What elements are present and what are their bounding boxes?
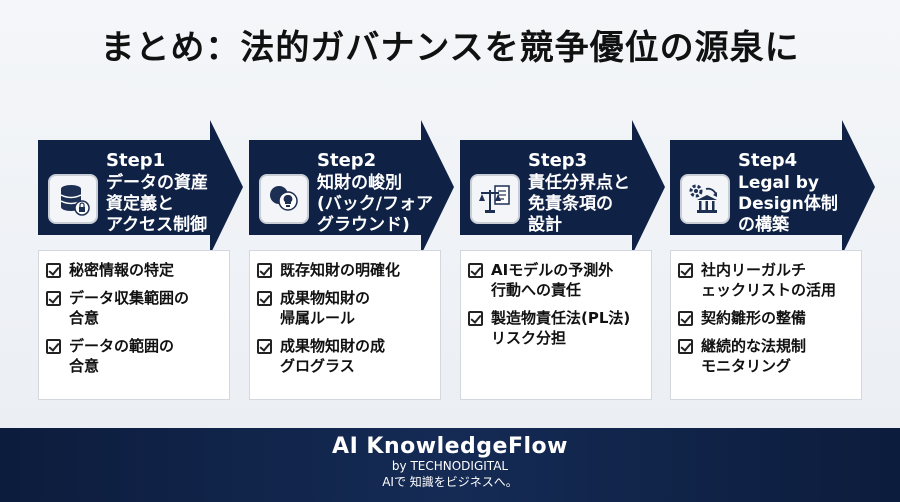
step-1-heading: Step1 データの資産 資定義と アクセス制御 — [106, 150, 208, 236]
lightbulb-circles-icon — [259, 174, 309, 224]
step-1-card: Step1 データの資産 資定義と アクセス制御 秘密情報の特定 データ収集範囲… — [38, 120, 243, 400]
item-text: 契約雛形の整備 — [701, 309, 807, 327]
checklist-item: 成果物知財の成グログラス — [257, 336, 442, 376]
step-4-heading-line: Design体制 — [738, 194, 838, 214]
checklist-item: データ収集範囲の合意 — [46, 288, 231, 328]
step-4-card: Step4 Legal by Design体制 の構築 社内リーガルチェックリス… — [670, 120, 875, 400]
step-3-checklist: AIモデルの予測外行動への責任 製造物責任法(PL法) リスク分担 — [468, 260, 653, 356]
step-3-body — [460, 250, 652, 400]
step-3-heading-line: 責任分界点と — [528, 173, 630, 193]
item-text: データ収集範囲の — [69, 289, 190, 307]
checkbox-icon — [257, 291, 272, 306]
item-text: モニタリング — [701, 357, 792, 375]
step-4-number: Step4 — [738, 150, 798, 171]
checklist-item: データの範囲の合意 — [46, 336, 231, 376]
step-2-body — [249, 250, 441, 400]
item-text: 社内リーガルチ — [701, 261, 807, 279]
checkbox-icon — [257, 263, 272, 278]
checkbox-icon — [46, 263, 61, 278]
item-text: 成果物知財の — [280, 289, 371, 307]
checklist-item: AIモデルの予測外行動への責任 — [468, 260, 653, 300]
step-3-number: Step3 — [528, 150, 588, 171]
step-2-heading-line: 知財の峻別 — [317, 173, 402, 193]
brand-name: AI KnowledgeFlow — [332, 434, 568, 459]
item-text: 秘密情報の特定 — [69, 261, 175, 279]
checklist-item: 製造物責任法(PL法) リスク分担 — [468, 308, 653, 348]
item-text: 帰属ルール — [280, 309, 356, 327]
checkbox-icon — [46, 291, 61, 306]
step-4-heading: Step4 Legal by Design体制 の構築 — [738, 150, 838, 236]
step-1-body — [38, 250, 230, 400]
step-2-heading-line: グラウンド) — [317, 215, 410, 235]
item-text: 既存知財の明確化 — [280, 261, 401, 279]
step-4-heading-line: Legal by — [738, 173, 819, 193]
step-3-card: Step3 責任分界点と 免責条項の 設計 AIモデルの予測外行動への責任 製造… — [460, 120, 665, 400]
checkbox-icon — [678, 311, 693, 326]
item-text: 合意 — [69, 309, 100, 327]
step-3-heading: Step3 責任分界点と 免責条項の 設計 — [528, 150, 630, 236]
item-text: AIモデルの予測外 — [491, 261, 614, 279]
checklist-item: 既存知財の明確化 — [257, 260, 442, 280]
step-2-card: Step2 知財の峻別 (バック/フォア グラウンド) 既存知財の明確化 成果物… — [249, 120, 454, 400]
item-text: 製造物責任法(PL法) — [491, 309, 631, 327]
checkbox-icon — [257, 339, 272, 354]
step-4-checklist: 社内リーガルチェックリストの活用 契約雛形の整備 継続的な法規制モニタリング — [678, 260, 863, 384]
checklist-item: 成果物知財の帰属ルール — [257, 288, 442, 328]
checkbox-icon — [468, 263, 483, 278]
checkbox-icon — [678, 339, 693, 354]
checkbox-icon — [46, 339, 61, 354]
item-text: 成果物知財の成 — [280, 337, 386, 355]
step-2-checklist: 既存知財の明確化 成果物知財の帰属ルール 成果物知財の成グログラス — [257, 260, 442, 384]
item-text: データの範囲の — [69, 337, 175, 355]
checkbox-icon — [468, 311, 483, 326]
item-text: リスク分担 — [491, 329, 567, 347]
item-text: 行動への責任 — [491, 281, 582, 299]
gear-building-icon — [680, 174, 730, 224]
step-2-heading-line: (バック/フォア — [317, 194, 433, 214]
database-lock-icon — [48, 174, 98, 224]
step-1-heading-line: データの資産 — [106, 173, 208, 193]
item-text: ェックリストの活用 — [701, 281, 837, 299]
item-text: 合意 — [69, 357, 100, 375]
checklist-item: 契約雛形の整備 — [678, 308, 863, 328]
step-1-heading-line: アクセス制御 — [106, 215, 208, 235]
checklist-item: 継続的な法規制モニタリング — [678, 336, 863, 376]
footer-banner: AI KnowledgeFlow by TECHNODIGITAL AIで 知識… — [0, 428, 900, 502]
checklist-item: 社内リーガルチェックリストの活用 — [678, 260, 863, 300]
step-1-checklist: 秘密情報の特定 データ収集範囲の合意 データの範囲の合意 — [46, 260, 231, 384]
item-text: グログラス — [280, 357, 355, 375]
checkbox-icon — [678, 263, 693, 278]
step-1-number: Step1 — [106, 150, 166, 171]
step-3-heading-line: 免責条項の — [528, 194, 613, 214]
brand-tagline: AIで 知識をビジネスへ。 — [382, 475, 518, 489]
item-text: 継続的な法規制 — [701, 337, 807, 355]
step-3-heading-line: 設計 — [528, 215, 562, 235]
brand-byline: by TECHNODIGITAL — [391, 459, 509, 473]
page-title: まとめ：法的ガバナンスを競争優位の源泉に — [100, 28, 800, 68]
step-2-number: Step2 — [317, 150, 377, 171]
step-4-body — [670, 250, 862, 400]
step-2-heading: Step2 知財の峻別 (バック/フォア グラウンド) — [317, 150, 433, 236]
step-4-heading-line: の構築 — [738, 215, 789, 235]
step-1-heading-line: 資定義と — [106, 194, 174, 214]
checklist-item: 秘密情報の特定 — [46, 260, 231, 280]
scales-document-icon — [470, 174, 520, 224]
